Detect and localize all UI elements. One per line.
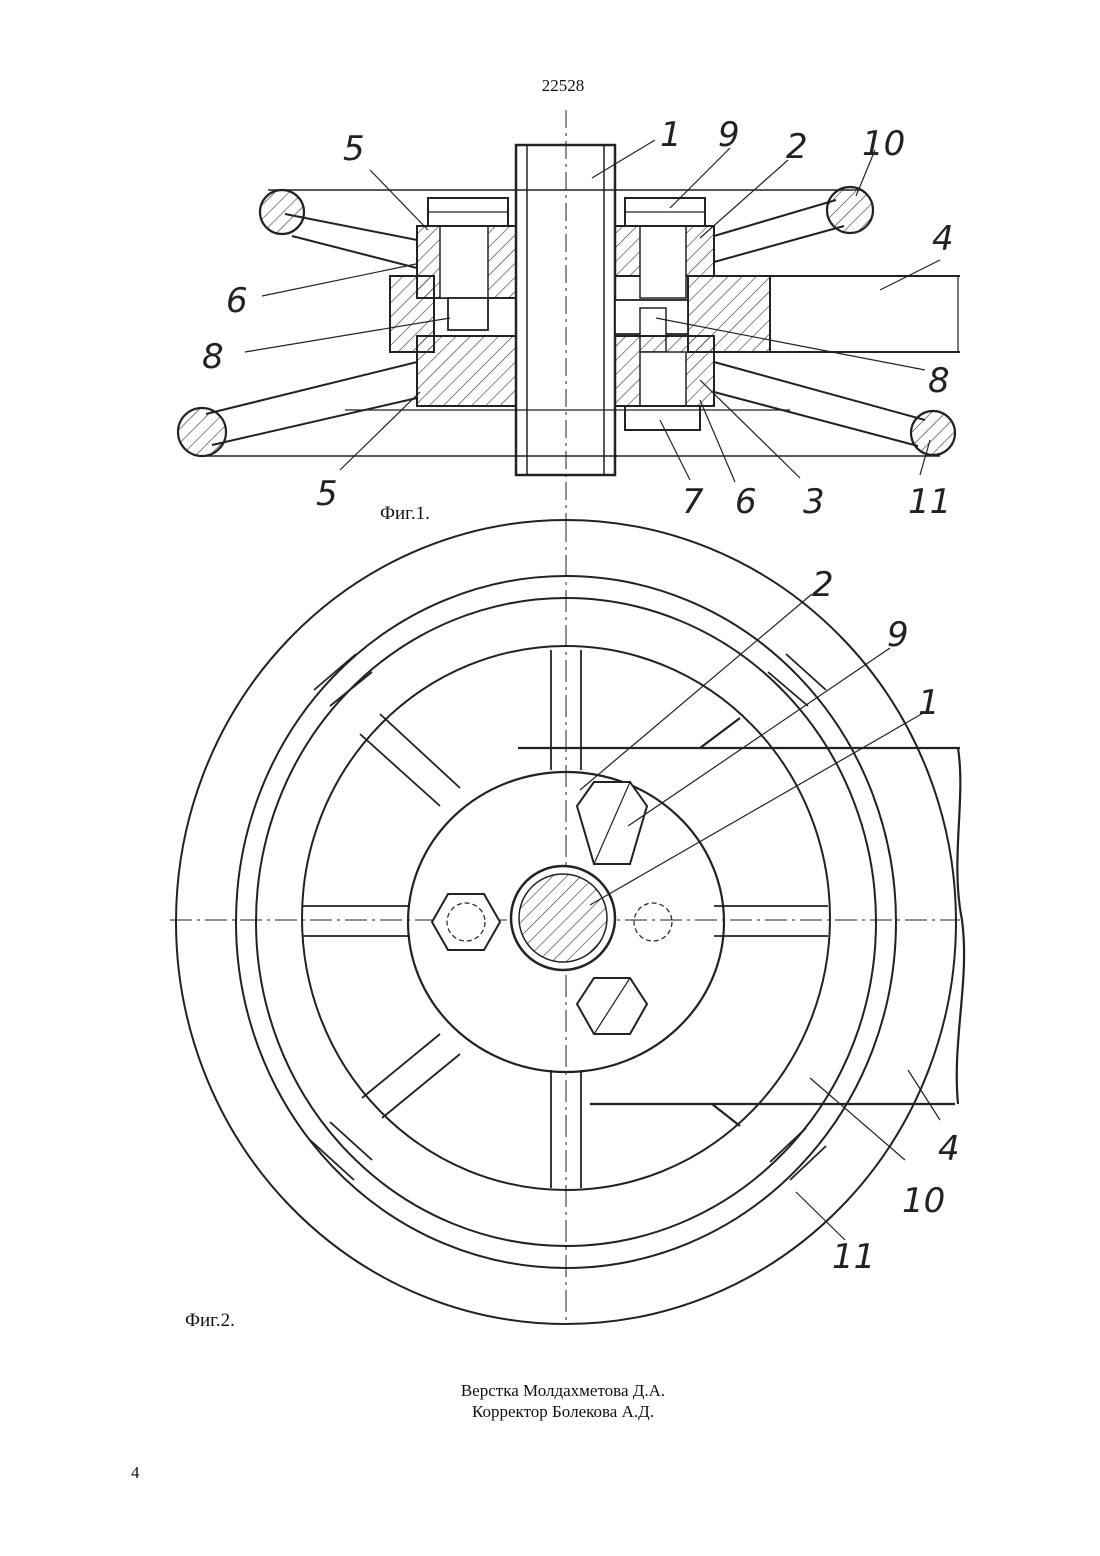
fig1-label-8-left: 8: [202, 337, 224, 377]
fig1-label-4: 4: [932, 219, 954, 259]
fig1-label-8-right: 8: [928, 361, 950, 401]
page-number: 4: [131, 1463, 140, 1483]
figure1-drawing: 5 6 8 5 1 9 2 10 4 8 7 6 3 11: [178, 110, 960, 522]
fig2-label-1: 1: [918, 683, 940, 723]
figure2-caption: Фиг.2.: [185, 1310, 235, 1332]
fig1-label-9: 9: [718, 115, 740, 155]
fig1-label-5-top: 5: [343, 129, 365, 169]
fig1-label-7: 7: [682, 482, 704, 522]
corrector-credit: Корректор Болекова А.Д.: [0, 1401, 1100, 1422]
fig1-label-2: 2: [786, 127, 808, 167]
credits: Верстка Молдахметова Д.А. Корректор Боле…: [0, 1380, 1100, 1422]
fig2-label-2: 2: [812, 565, 834, 605]
fig2-label-10: 10: [902, 1181, 945, 1221]
fig1-label-11: 11: [908, 482, 951, 522]
fig1-label-3: 3: [803, 482, 825, 522]
fig2-label-4: 4: [938, 1129, 960, 1169]
fig2-label-9: 9: [887, 615, 909, 655]
fig1-label-10: 10: [862, 124, 905, 164]
figure2-drawing: 2 9 1 4 10 11: [170, 520, 964, 1325]
fig1-label-6-right: 6: [735, 482, 757, 522]
fig1-label-1: 1: [660, 115, 682, 155]
fig2-label-11: 11: [832, 1237, 875, 1277]
fig1-label-6-left: 6: [226, 281, 248, 321]
layout-credit: Верстка Молдахметова Д.А.: [0, 1380, 1100, 1401]
fig1-label-5-bottom: 5: [316, 474, 338, 514]
figure1-caption: Фиг.1.: [380, 503, 430, 525]
